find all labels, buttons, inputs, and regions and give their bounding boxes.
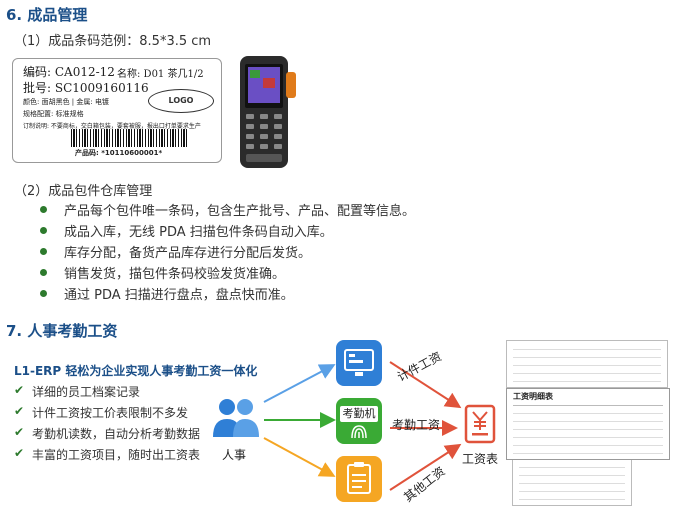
feature-item: 考勤机读数，自动分析考勤数据 (32, 427, 201, 441)
feature-item: 计件工资按工价表限制不多发 (32, 406, 189, 420)
label-batch: 批号: SC1009160116 (23, 81, 149, 95)
label-name: 名称: D01 茶几1/2 (117, 69, 204, 80)
clipboard-icon (347, 462, 371, 494)
logo-oval: LOGO (148, 89, 214, 113)
bullet-dot (40, 248, 47, 255)
section-7-title: 7. 人事考勤工资 (6, 322, 118, 340)
label-color: 颜色: 面胡黑色 | 金属: 电镀 (23, 98, 109, 106)
computer-icon-box (336, 340, 382, 386)
barcode-example-subtitle: （1）成品条码范例：8.5*3.5 cm (14, 34, 212, 49)
payroll-icon (464, 404, 496, 444)
bullet-dot (40, 290, 47, 297)
flow-arrows (263, 361, 462, 491)
document-icon-box (336, 456, 382, 502)
label-code: 编码: CA012-12 (23, 65, 115, 79)
attendance-machine-label: 考勤机 (340, 406, 378, 422)
attendance-machine-box: 考勤机 (336, 398, 382, 444)
sheet-preview-bottom (512, 458, 632, 506)
product-label-card: 编码: CA012-12 名称: D01 茶几1/2 批号: SC1009160… (12, 58, 222, 163)
feature-item: 详细的员工档案记录 (32, 385, 141, 399)
bullet-item: 库存分配，备货产品库存进行分配后发货。 (64, 246, 312, 261)
feature-item: 丰富的工资项目，随时出工资表 (32, 448, 201, 462)
label-spec: 规格配置: 标准规格 (23, 110, 84, 118)
label-order-note: 订制说明: 不要商标，交白箱包装，要套被服，报出口打单要求生产 (23, 123, 201, 130)
bullet-item: 产品每个包件唯一条码，包含生产批号、产品、配置等信息。 (64, 204, 416, 219)
bullet-item: 销售发货，描包件条码校验发货准确。 (64, 267, 286, 282)
fingerprint-icon (351, 425, 367, 439)
bullet-dot (40, 206, 47, 213)
check-icon: ✔ (14, 425, 25, 439)
sheet-preview-top (506, 340, 668, 388)
computer-icon (344, 349, 374, 376)
barcode-graphic (71, 129, 189, 147)
people-label: 人事 (222, 448, 247, 462)
check-icon: ✔ (14, 383, 25, 397)
check-icon: ✔ (14, 404, 25, 418)
payroll-label: 工资表 (462, 452, 499, 466)
bullet-item: 成品入库，无线 PDA 扫描包件条码自动入库。 (64, 225, 333, 240)
section-6-title: 6. 成品管理 (6, 6, 88, 24)
payslip-preview: 工资明细表 (506, 388, 670, 460)
bullet-dot (40, 269, 47, 276)
bullet-dot (40, 227, 47, 234)
payslip-title: 工资明细表 (513, 392, 553, 401)
people-icon (213, 399, 259, 437)
hr-headline: L1-ERP 轻松为企业实现人事考勤工资一体化 (14, 364, 258, 378)
bullet-item: 通过 PDA 扫描进行盘点，盘点快而准。 (64, 288, 294, 303)
check-icon: ✔ (14, 446, 25, 460)
pda-scanner-image (240, 56, 296, 168)
label-barcode-text: 产品码: *10110600001* (75, 149, 163, 157)
warehouse-subtitle: （2）成品包件仓库管理 (14, 184, 153, 199)
arrow-label-attendance-wage: 考勤工资 (392, 418, 441, 432)
